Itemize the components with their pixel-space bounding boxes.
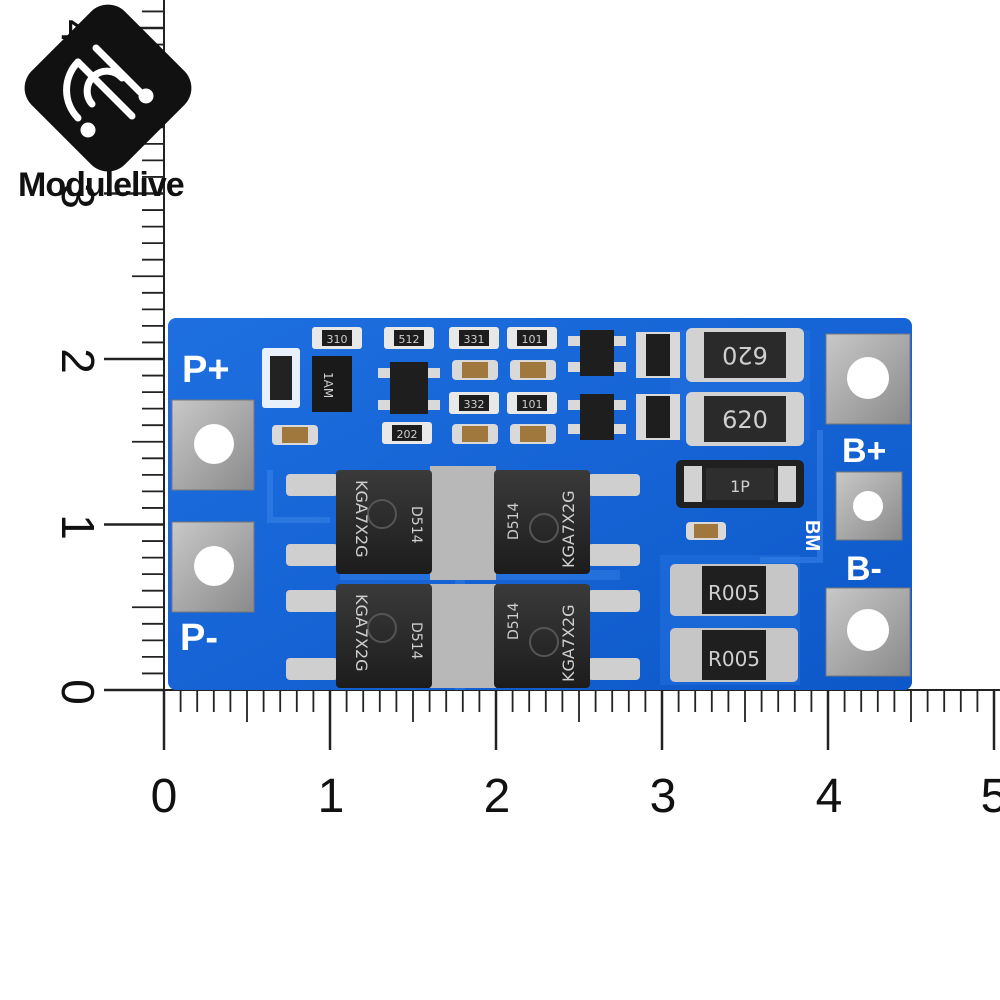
smd-resistor: 331 — [449, 327, 499, 349]
silk-b-plus: B+ — [842, 432, 886, 470]
mosfets: KGA7X2G D514 KGA7X2G D514 KGA7X2G D514 K… — [286, 466, 640, 688]
left-ruler-label: 1 — [52, 514, 104, 540]
smd-resistor: 101 — [507, 392, 557, 414]
silk-p-plus: P+ — [182, 349, 230, 391]
sense-resistors: R005 R005 — [670, 564, 798, 682]
resistor-code: 310 — [327, 333, 348, 346]
bottom-ruler-labels: 0 1 2 3 4 5 — [151, 770, 1000, 823]
mosfet-code: D514 — [506, 502, 522, 540]
mosfet: KGA7X2G D514 — [494, 584, 590, 688]
mosfet-code: D514 — [408, 622, 424, 660]
sot-ic — [378, 362, 440, 414]
diode: 1P — [676, 460, 804, 508]
large-resistors: 620 620 — [686, 328, 804, 446]
bottom-ruler — [162, 689, 1000, 750]
large-resistor-code: 620 — [722, 406, 768, 434]
brand-logo: Modulelive — [18, 4, 192, 204]
terminal-pads-right — [825, 333, 911, 677]
sot-ic — [568, 394, 626, 440]
mosfet: KGA7X2G D514 — [336, 470, 432, 574]
small-resistor-row: 310 512 331 101 202 332 — [312, 327, 557, 444]
bottom-ruler-label: 3 — [650, 770, 677, 823]
terminal-pads-left — [171, 399, 255, 613]
bottom-ruler-label: 1 — [318, 770, 345, 823]
sot-ic — [636, 394, 680, 440]
mosfet-code: D514 — [506, 602, 522, 640]
logo-mark-icon — [63, 44, 154, 138]
mosfet-part: KGA7X2G — [559, 490, 578, 568]
silk-b-minus: B- — [846, 550, 882, 588]
silk-p-minus: P- — [180, 617, 218, 659]
smd-resistor: 332 — [449, 392, 499, 414]
brand-name: Modulelive — [18, 166, 184, 204]
smd-capacitors — [272, 360, 726, 540]
bottom-ruler-label: 2 — [484, 770, 511, 823]
mosfet-code: D514 — [408, 506, 424, 544]
smd-resistor: 512 — [384, 327, 434, 349]
smd-resistor: 310 — [312, 327, 362, 349]
mosfet: KGA7X2G D514 — [494, 470, 590, 574]
smd-resistor: 101 — [507, 327, 557, 349]
left-ruler-label: 0 — [52, 679, 104, 705]
bottom-ruler-label: 4 — [816, 770, 843, 823]
bottom-ruler-label: 5 — [981, 770, 1000, 823]
silk-bm: BM — [801, 520, 823, 551]
resistor-code: 332 — [464, 398, 485, 411]
bottom-ruler-label: 0 — [151, 770, 178, 823]
large-resistor: 620 — [686, 392, 804, 446]
resistor-code: 101 — [522, 398, 543, 411]
ic-marking: 1AM — [321, 372, 335, 398]
resistor-code: 101 — [522, 333, 543, 346]
mosfet-part: KGA7X2G — [559, 604, 578, 682]
mosfet: KGA7X2G D514 — [336, 584, 432, 688]
sense-resistor: R005 — [670, 628, 798, 682]
resistor-code: 202 — [397, 428, 418, 441]
mosfet-part: KGA7X2G — [352, 594, 371, 672]
sot-ic — [636, 332, 680, 378]
sense-resistor-code: R005 — [708, 581, 760, 605]
smd-resistor: 202 — [382, 422, 432, 444]
large-resistor: 620 — [686, 328, 804, 382]
small-ic: 1AM — [262, 348, 352, 412]
diode-marking: 1P — [730, 477, 750, 496]
left-ruler-label: 3 — [52, 183, 104, 209]
sense-resistor: R005 — [670, 564, 798, 616]
resistor-code: 331 — [464, 333, 485, 346]
mosfet-part: KGA7X2G — [352, 480, 371, 558]
left-ruler-label: 2 — [52, 348, 104, 374]
sense-resistor-code: R005 — [708, 647, 760, 671]
sot-ic — [568, 330, 626, 376]
resistor-code: 512 — [399, 333, 420, 346]
sot-ics — [378, 330, 680, 440]
left-ruler-labels: 0 1 2 3 4 — [52, 19, 104, 705]
large-resistor-code: 620 — [722, 341, 768, 369]
